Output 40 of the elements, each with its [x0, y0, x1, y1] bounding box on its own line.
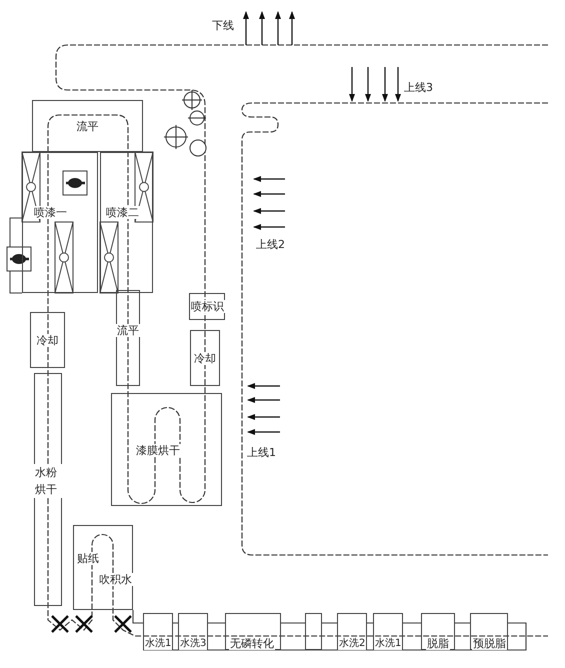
- tank-box: [305, 613, 322, 650]
- step-label: 水洗3: [179, 637, 208, 650]
- process-box: [30, 312, 65, 368]
- process-box: [22, 152, 98, 293]
- tank-box: [470, 613, 508, 650]
- step-label: 水洗2: [338, 637, 366, 650]
- tank-box: [143, 613, 173, 650]
- process-box: [32, 100, 143, 152]
- process-box: [189, 293, 225, 320]
- tank-box: [421, 613, 455, 650]
- process-box: [100, 152, 153, 293]
- step-label: 脱脂: [426, 637, 450, 650]
- step-label: 流平: [116, 324, 140, 337]
- tank-box: [373, 613, 403, 650]
- process-box: [190, 330, 220, 386]
- step-label: 水粉烘干: [34, 464, 62, 498]
- step-label: 预脱脂: [472, 637, 507, 650]
- step-label: 水洗1: [374, 637, 402, 650]
- process-box: [34, 373, 62, 606]
- step-label: 水洗1: [144, 637, 172, 650]
- tank-box: [178, 613, 208, 650]
- line-label: 上线2: [256, 238, 285, 251]
- step-label: 冷却: [36, 334, 60, 346]
- line-label: 下线: [212, 19, 234, 32]
- process-box: [116, 290, 140, 386]
- step-label: 漆膜烘干: [135, 444, 181, 457]
- step-label: 流平: [76, 120, 100, 132]
- step-label: 吹积水: [98, 573, 133, 586]
- tank-box: [337, 613, 367, 650]
- tank-box: [225, 613, 281, 650]
- step-label: 喷漆二: [105, 206, 140, 219]
- step-label: 无磷转化: [229, 637, 275, 650]
- process-box: [111, 393, 222, 506]
- step-label: 喷漆一: [33, 206, 68, 219]
- step-label: 喷标识: [190, 300, 225, 313]
- step-label: 冷却: [193, 352, 217, 364]
- line-label: 上线1: [247, 446, 276, 459]
- step-label: 贴纸: [76, 552, 100, 565]
- line-label: 上线3: [404, 81, 433, 94]
- process-box: [73, 525, 133, 610]
